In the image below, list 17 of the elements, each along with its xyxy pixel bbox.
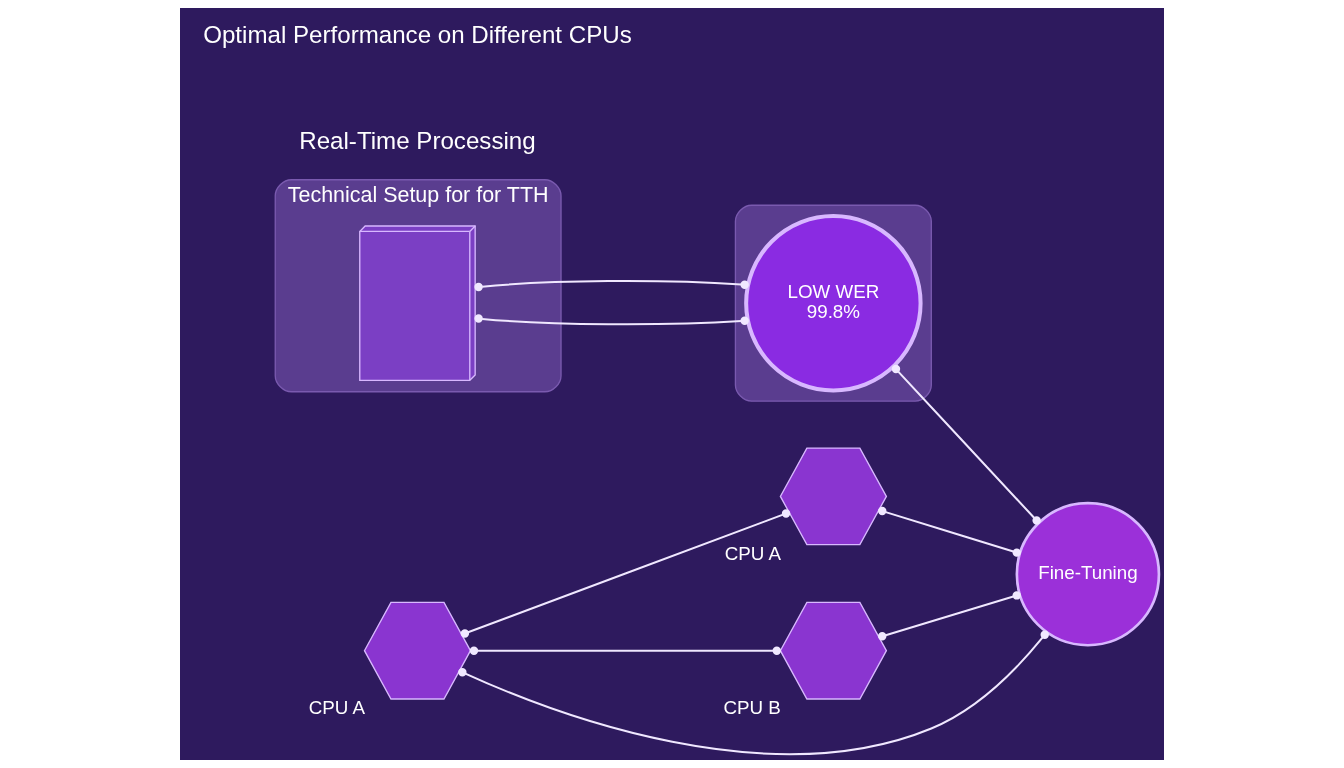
node-label: CPU A (308, 696, 366, 718)
node-circle: Fine-Tuning (1015, 501, 1161, 647)
node-circle: LOW WER 99.8% (744, 213, 923, 393)
label: Real-Time Processing (299, 127, 536, 155)
node-label: CPU B (723, 696, 781, 718)
connector (458, 630, 1049, 755)
connector (878, 506, 1021, 557)
cluster: Technical Setup for for TTH (274, 179, 562, 393)
connector (878, 591, 1021, 641)
connector (474, 280, 749, 292)
connector (460, 509, 791, 638)
cluster (734, 204, 932, 402)
connector (891, 364, 1041, 525)
node-label: CPU A (724, 542, 782, 564)
connector (469, 646, 781, 655)
label: Optimal Performance on Different CPUs (203, 21, 632, 49)
connector (474, 314, 749, 326)
